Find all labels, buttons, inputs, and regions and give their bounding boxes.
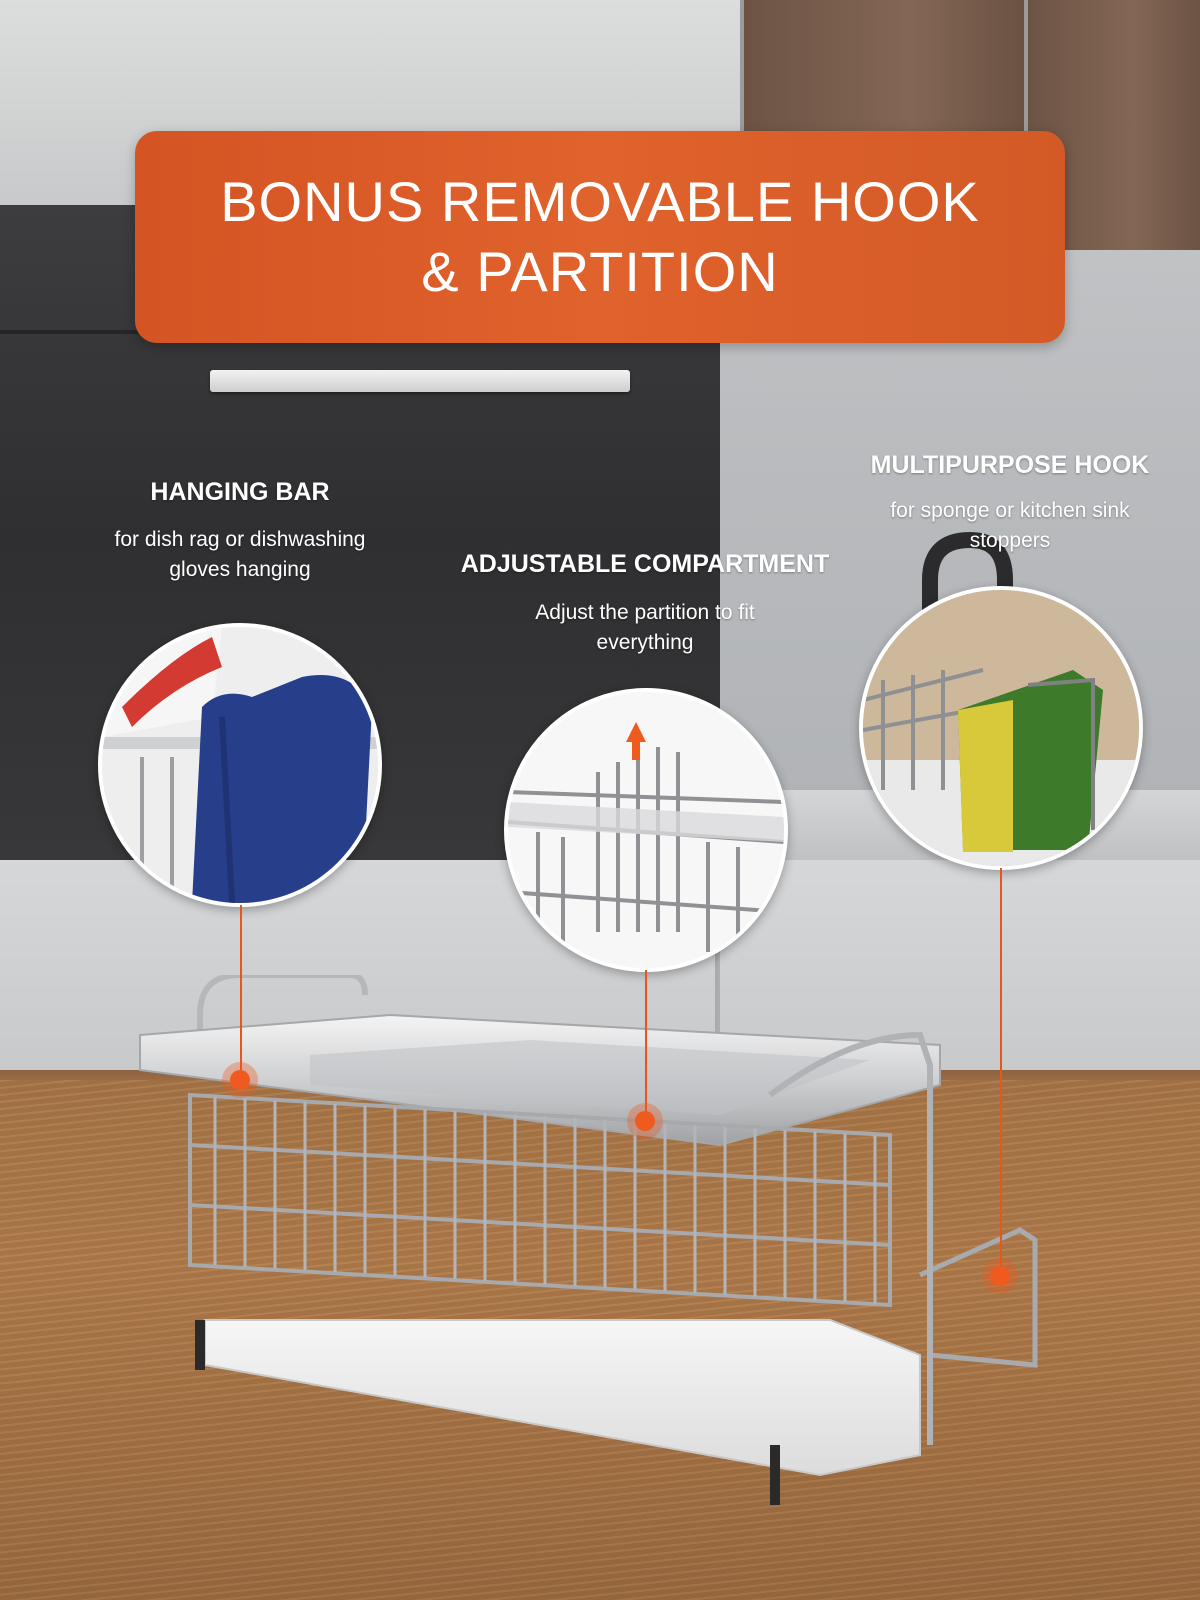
adjustable-compartment-desc-line-1: Adjust the partition to fit — [535, 601, 755, 624]
multipurpose-hook-closeup — [859, 586, 1143, 870]
adjustable-compartment-desc-line-2: everything — [596, 631, 694, 654]
partition-image — [508, 692, 784, 968]
hanging-bar-marker — [230, 1070, 250, 1090]
sponge-image — [863, 590, 1139, 866]
multipurpose-hook-title: MULTIPURPOSE HOOK — [870, 451, 1150, 479]
adjustable-compartment-title: ADJUSTABLE COMPARTMENT — [460, 550, 830, 578]
faucet-image — [922, 531, 1013, 810]
headline-banner: BONUS REMOVABLE HOOK & PARTITION — [135, 131, 1065, 343]
hanging-bar-title: HANGING BAR — [150, 478, 330, 506]
adjustable-compartment-marker — [635, 1111, 655, 1131]
adjustable-compartment-closeup — [504, 688, 788, 972]
towel-image — [102, 627, 378, 903]
hanging-bar-leader-line — [240, 905, 242, 1070]
adjustable-compartment-leader-line — [645, 970, 647, 1120]
up-arrow-icon — [626, 722, 646, 742]
hanging-bar-closeup — [98, 623, 382, 907]
hanging-bar-desc-line-2: gloves hanging — [169, 558, 311, 581]
dish-rack-image — [139, 975, 1038, 1505]
hanging-bar-desc-line-1: for dish rag or dishwashing — [114, 528, 366, 551]
banner-title-line-2: & PARTITION — [421, 240, 779, 303]
multipurpose-hook-marker — [990, 1266, 1010, 1286]
appliance-handle — [210, 370, 630, 392]
multipurpose-hook-desc-line-2: stoppers — [969, 529, 1051, 552]
upper-cabinet — [0, 0, 103, 210]
banner-title-line-1: BONUS REMOVABLE HOOK — [220, 170, 980, 233]
multipurpose-hook-desc-line-1: for sponge or kitchen sink — [890, 499, 1130, 522]
multipurpose-hook-leader-line — [1000, 868, 1002, 1266]
